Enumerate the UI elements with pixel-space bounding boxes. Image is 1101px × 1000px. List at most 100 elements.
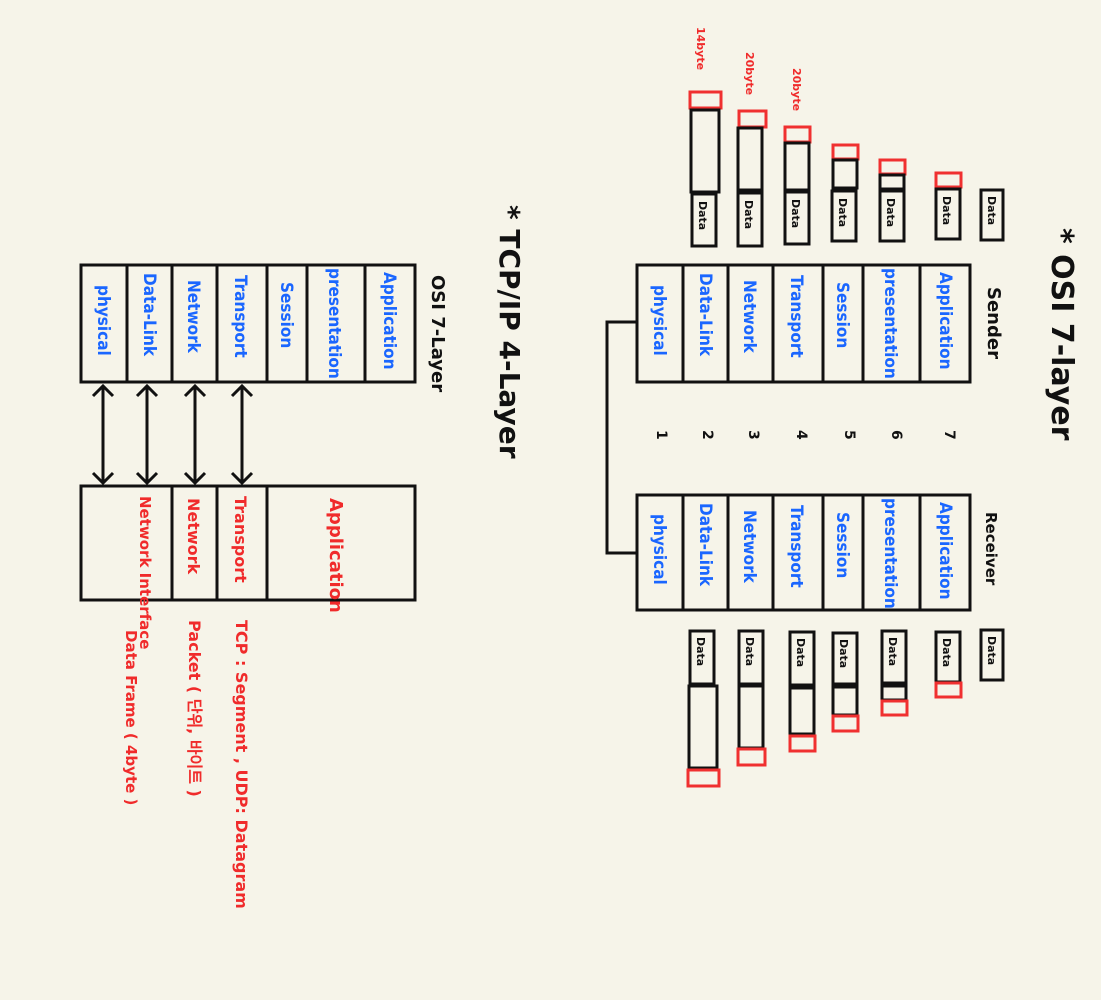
data-label: Data [794,638,807,667]
sender-layer-6: presentation [880,268,900,379]
tcpip-title: * TCP/IP 4-Layer [493,205,526,459]
data-label: Data [886,637,899,666]
header-box [788,734,817,753]
header-box-black [737,684,765,750]
receiver-layer-5: Session [832,512,852,578]
osi-comparison-layer-4: Transport [230,275,250,358]
receiver-stack: Application presentation Session Transpo… [635,493,972,612]
layer-number-2: 2 [699,430,715,440]
osi-comparison-frame [79,263,417,384]
sender-label: Sender [983,287,1004,359]
header-box [688,90,723,110]
data-label: Data [985,196,998,225]
osi-comparison-layer-1: physical [93,285,113,356]
data-box [690,192,718,248]
double-arrow-icon [135,383,159,486]
header-box-black [880,684,908,702]
tcpip-layer-application: Application [325,498,346,613]
data-box [979,628,1005,682]
receiver-layer-1: physical [649,514,669,585]
data-label: Data [789,199,802,228]
receiver-layer-3: Network [739,510,759,584]
data-label: Data [940,638,953,667]
header-box [934,681,963,699]
data-label: Data [884,198,897,227]
mapping-arrows [91,383,254,486]
data-label: Data [743,637,756,666]
tcpip-layer-network: Network [184,498,203,575]
data-box [788,630,816,687]
receiver-decapsulation: Data Data Data Data Data Data Data [686,628,1005,788]
header-box [783,125,812,144]
osi-comparison-layer-2: Data-Link [139,273,159,357]
double-arrow-icon [230,383,254,486]
header-box [878,158,907,176]
tcpip-stack: Application Transport Network Network In… [79,484,417,649]
receiver-layer-7: Application [935,502,955,600]
data-box [688,629,716,686]
sender-layer-3: Network [739,280,759,354]
header-box [737,109,768,129]
sender-layer-2: Data-Link [695,273,715,357]
receiver-layer-4: Transport [786,505,806,588]
layer-number-5: 5 [841,430,857,440]
pdu-note-transport: TCP : Segment , UDP: Datagram [232,620,251,909]
header-box-black [736,126,764,192]
layer-number-3: 3 [745,430,761,440]
header-box-black [831,158,859,190]
data-label: Data [837,639,850,668]
header-size-label: 20byte [790,68,803,111]
sender-layer-4: Transport [786,275,806,358]
data-label: Data [940,196,953,225]
tcpip-layer-transport: Transport [231,496,250,583]
sender-layer-1: physical [649,285,669,356]
osi-comparison-stack: OSI 7-Layer Application presentation Ses… [79,263,448,392]
layer-number-7: 7 [941,430,957,440]
data-label: Data [836,198,849,227]
header-box [831,143,860,161]
header-box [831,714,860,733]
double-arrow-icon [183,383,207,486]
header-box-black [788,686,816,736]
data-box [737,629,765,686]
layer-number-1: 1 [653,430,669,440]
sender-layer-5: Session [832,282,852,348]
header-box-black [689,108,721,194]
layer-number-6: 6 [888,430,904,440]
tcpip-frame [79,484,417,602]
header-box-black [831,685,859,717]
pdu-note-datalink: Data Frame ( 4byte ) [122,630,140,805]
data-box [783,190,811,246]
data-box [979,188,1005,242]
double-arrow-icon [91,383,115,486]
sender-encapsulation: Data Data Data Data Data Data Data 20byt… [688,27,1005,248]
layer-number-4: 4 [793,430,809,440]
data-box [831,631,859,686]
header-box-black [687,684,719,770]
receiver-layer-2: Data-Link [695,503,715,587]
tcpip-layer-network-interface: Network Interface [136,496,154,649]
data-box [830,189,858,243]
data-label: Data [742,200,755,229]
layer-numbers: 7 6 5 4 3 2 1 [653,430,957,440]
pdu-notes: TCP : Segment , UDP: Datagram Packet ( 단… [122,620,251,909]
data-box [878,189,906,243]
header-size-label: 14byte [694,27,707,70]
sender-stack: Application presentation Session Transpo… [635,263,972,384]
header-box [686,768,721,788]
header-box-black [783,141,811,192]
osi-side-label: OSI 7-Layer [427,275,448,392]
data-label: Data [985,636,998,665]
physical-link-line [605,320,637,555]
pdu-note-network: Packet ( 단위, 바이트 ) [185,620,204,797]
osi-comparison-layer-6: presentation [324,268,344,379]
data-box [880,629,908,685]
data-box [934,187,962,241]
sender-layer-7: Application [935,272,955,370]
receiver-label: Receiver [982,512,1000,586]
header-box [880,699,909,717]
osi-comparison-layer-7: Application [379,272,399,370]
header-size-label: 20byte [743,52,756,95]
